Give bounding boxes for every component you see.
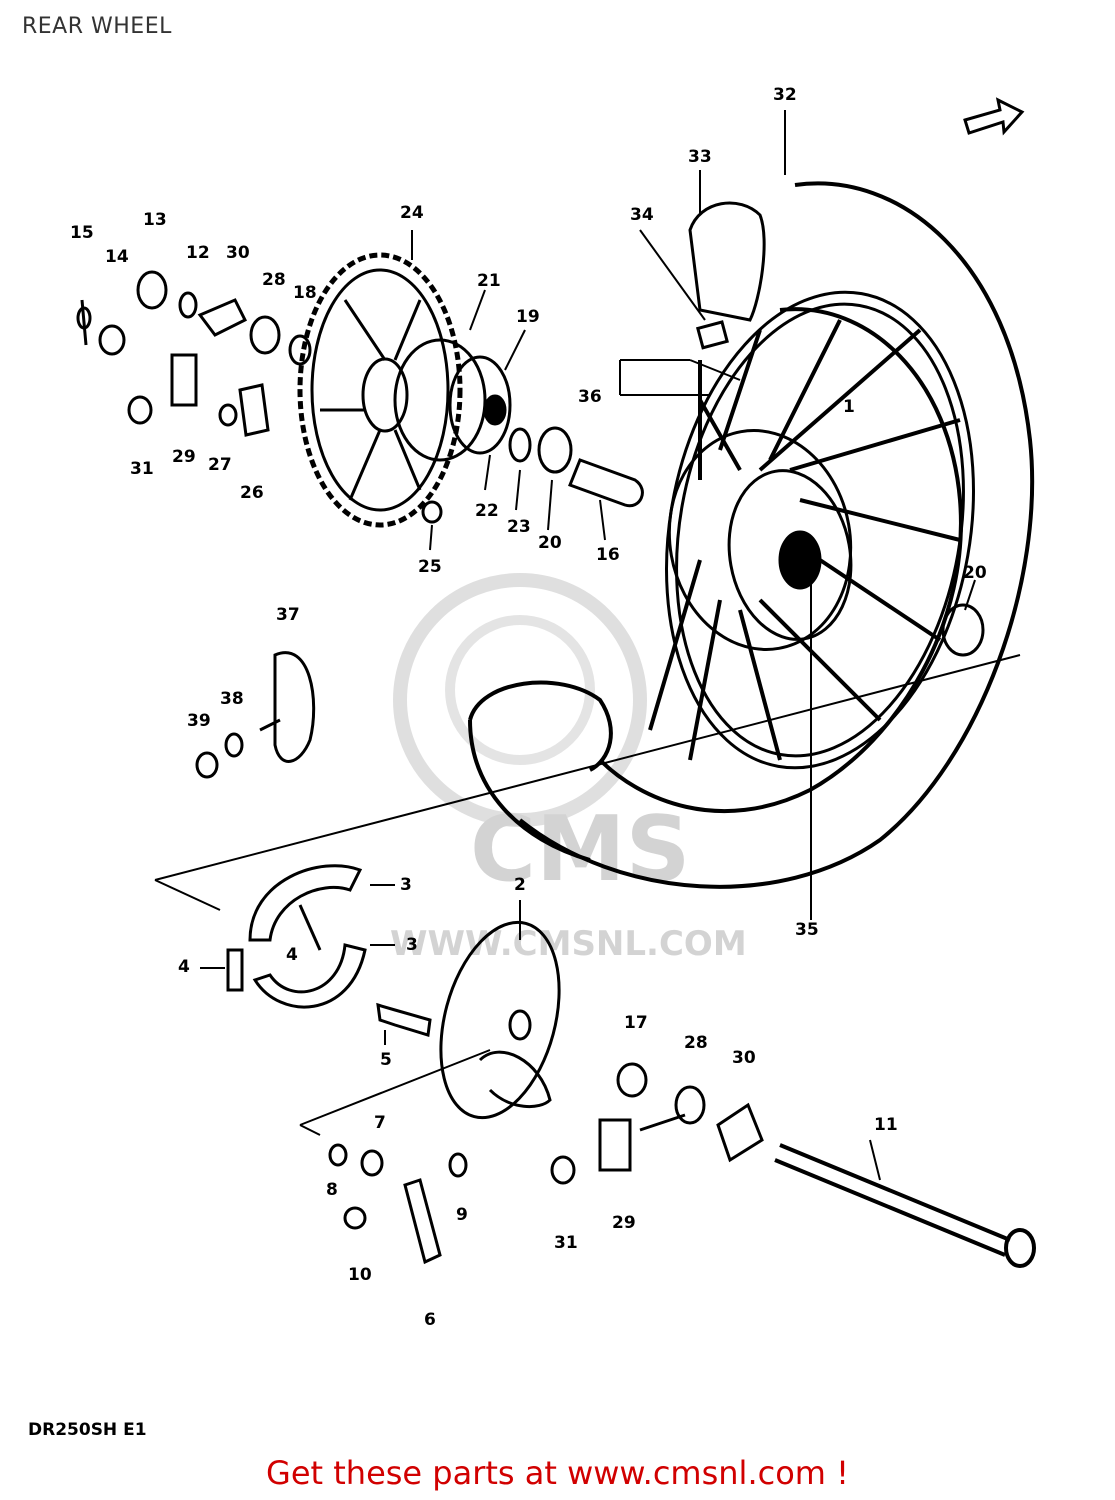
callout-4a: 4 — [178, 957, 190, 977]
callout-19: 19 — [516, 307, 540, 327]
callout-7: 7 — [374, 1113, 386, 1133]
callout-20a: 20 — [538, 533, 562, 553]
callout-1: 1 — [843, 397, 855, 417]
callout-labels: 1 2 3 3 4 4 5 6 7 8 9 10 11 12 13 14 15 … — [70, 85, 987, 1330]
brake-cam-and-lever — [328, 1002, 468, 1265]
callout-31b: 31 — [554, 1233, 578, 1253]
callout-16: 16 — [596, 545, 620, 565]
rim-band — [688, 201, 766, 350]
callout-35: 35 — [795, 920, 819, 940]
callout-39: 39 — [187, 711, 211, 731]
callout-29a: 29 — [172, 447, 196, 467]
callout-29b: 29 — [612, 1213, 636, 1233]
brake-panel — [439, 920, 561, 1120]
callout-13: 13 — [143, 210, 167, 230]
callout-30b: 30 — [732, 1048, 756, 1068]
callout-34: 34 — [630, 205, 654, 225]
left-chain-adjuster-group — [76, 270, 443, 524]
callout-3a: 3 — [400, 875, 412, 895]
callout-12: 12 — [186, 243, 210, 263]
model-code: DR250SH E1 — [28, 1420, 147, 1440]
promo-link[interactable]: Get these parts at www.cmsnl.com ! — [266, 1454, 849, 1492]
rear-sprocket — [297, 252, 463, 528]
callout-20b: 20 — [963, 563, 987, 583]
bearings-and-spacer — [508, 426, 985, 657]
callout-9: 9 — [456, 1205, 468, 1225]
watermark-brand: CMS — [470, 797, 690, 902]
callout-24: 24 — [400, 203, 424, 223]
callout-22: 22 — [475, 501, 499, 521]
leader-lines — [154, 110, 1021, 1181]
callout-8: 8 — [326, 1180, 338, 1200]
callout-25: 25 — [418, 557, 442, 577]
callout-26: 26 — [240, 483, 264, 503]
callout-4b: 4 — [286, 945, 298, 965]
watermark: CMS WWW.CMSNL.COM — [390, 573, 747, 964]
watermark-site: WWW.CMSNL.COM — [390, 924, 747, 964]
callout-36: 36 — [578, 387, 602, 407]
callout-2: 2 — [514, 875, 526, 895]
callout-10: 10 — [348, 1265, 372, 1285]
callout-3b: 3 — [406, 935, 418, 955]
callout-31a: 31 — [130, 459, 154, 479]
callout-21: 21 — [477, 271, 501, 291]
callout-38: 38 — [220, 689, 244, 709]
callout-5: 5 — [380, 1050, 392, 1070]
callout-37: 37 — [276, 605, 300, 625]
callout-15: 15 — [70, 223, 94, 243]
callout-18: 18 — [293, 283, 317, 303]
callout-28b: 28 — [684, 1033, 708, 1053]
sprocket-drum — [393, 338, 512, 462]
rear-axle — [774, 1143, 1036, 1268]
callout-32: 32 — [773, 85, 797, 105]
callout-17: 17 — [624, 1013, 648, 1033]
callout-6: 6 — [424, 1310, 436, 1330]
callout-14: 14 — [105, 247, 129, 267]
callout-33: 33 — [688, 147, 712, 167]
callout-27: 27 — [208, 455, 232, 475]
page-title: REAR WHEEL — [22, 14, 172, 39]
rim — [665, 290, 975, 770]
right-chain-adjuster-group — [550, 1062, 764, 1185]
brake-shoes — [226, 864, 367, 1009]
callout-11: 11 — [874, 1115, 898, 1135]
direction-arrow-icon — [963, 97, 1025, 136]
chain-guard — [195, 651, 316, 779]
callout-23: 23 — [507, 517, 531, 537]
callout-28a: 28 — [262, 270, 286, 290]
callout-30a: 30 — [226, 243, 250, 263]
